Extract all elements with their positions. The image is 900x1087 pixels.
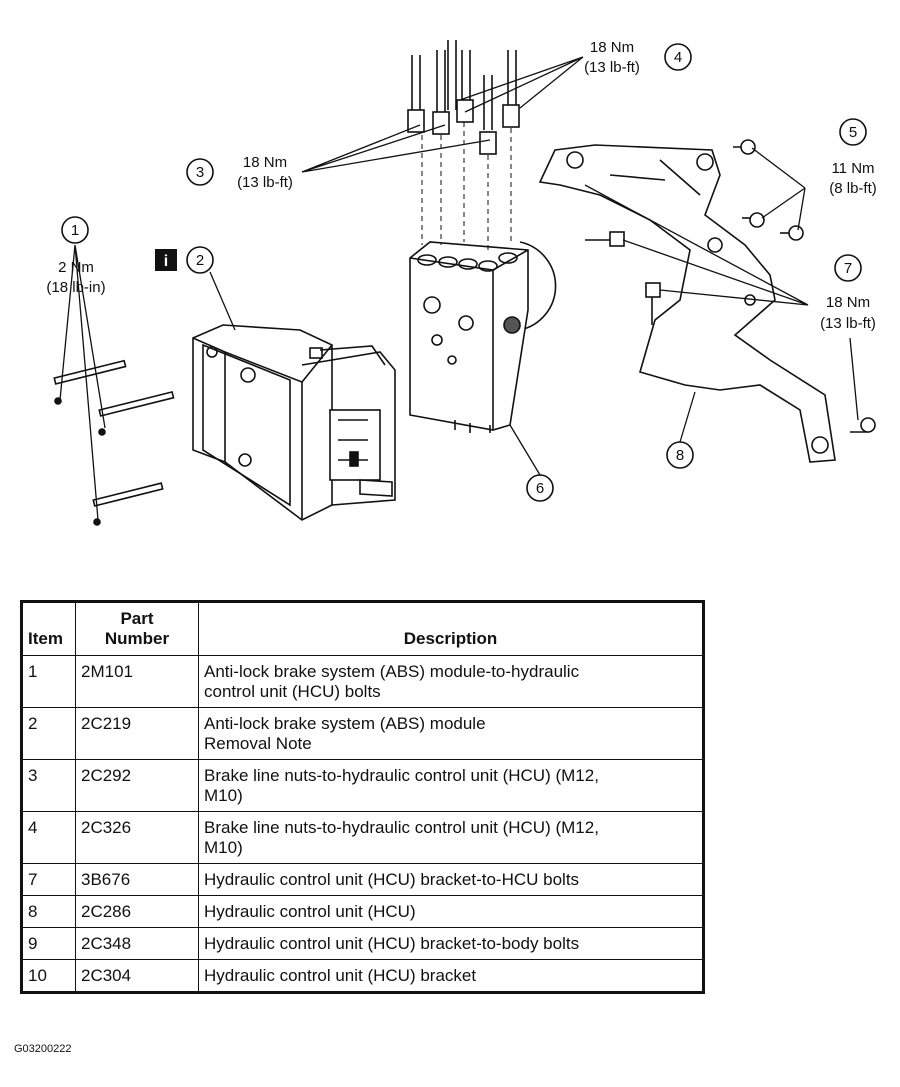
row-item: 2 xyxy=(21,707,76,760)
info-icon-glyph: i xyxy=(164,253,168,270)
leader-lines xyxy=(59,56,859,521)
callout-2-circle xyxy=(186,246,214,274)
row-description-line: Hydraulic control unit (HCU) bracket-to-… xyxy=(204,934,580,953)
callout-1-circle xyxy=(61,216,89,244)
table-row: 3 2C292 Brake line nuts-to-hydraulic con… xyxy=(21,759,704,812)
parts-table: Item Part Number Description 1 2M101 Ant… xyxy=(20,600,705,994)
callout-5-torque-nm: 11 Nm xyxy=(831,160,874,177)
callout-6-number: 6 xyxy=(536,480,544,497)
row-description: Hydraulic control unit (HCU) xyxy=(198,895,704,928)
callout-3-torque-imperial: (13 lb-ft) xyxy=(237,174,293,191)
callout-7-torque-nm: 18 Nm xyxy=(826,294,870,311)
row-description: Anti-lock brake system (ABS) module Remo… xyxy=(198,707,704,760)
figure-id: G03200222 xyxy=(14,1043,72,1055)
row-description: Hydraulic control unit (HCU) bracket xyxy=(198,959,704,993)
row-description: Hydraulic control unit (HCU) bracket-to-… xyxy=(198,863,704,896)
row-description-line: Hydraulic control unit (HCU) xyxy=(204,902,416,921)
hcu-bracket xyxy=(538,144,836,463)
row-part-number: 2C292 xyxy=(75,759,199,812)
exploded-parts-diagram: i 1 2 3 4 5 6 7 8 2 Nm (18 lb-in) 18 Nm … xyxy=(46,39,877,526)
row-part-number: 2C348 xyxy=(75,927,199,960)
row-description: Anti-lock brake system (ABS) module-to-h… xyxy=(198,655,704,708)
brake-line-nuts xyxy=(407,40,520,250)
callout-5-number: 5 xyxy=(849,124,857,141)
callout-8-circle xyxy=(666,441,694,469)
row-item: 1 xyxy=(21,655,76,708)
row-description-line: M10) xyxy=(204,838,243,857)
row-description-line: Brake line nuts-to-hydraulic control uni… xyxy=(204,818,599,837)
callout-7-circle xyxy=(834,254,862,282)
row-part-number: 2C304 xyxy=(75,959,199,993)
table-row: 8 2C286 Hydraulic control unit (HCU) xyxy=(21,895,704,928)
row-item: 10 xyxy=(21,959,76,993)
row-description-line: control unit (HCU) bolts xyxy=(204,682,381,701)
table-header-row: Item Part Number Description xyxy=(21,601,704,656)
header-item: Item xyxy=(21,601,76,656)
info-icon xyxy=(155,249,177,271)
table-row: 7 3B676 Hydraulic control unit (HCU) bra… xyxy=(21,863,704,896)
callout-8-number: 8 xyxy=(676,447,684,464)
row-part-number: 2M101 xyxy=(75,655,199,708)
row-description: Hydraulic control unit (HCU) bracket-to-… xyxy=(198,927,704,960)
row-description-line: Brake line nuts-to-hydraulic control uni… xyxy=(204,766,599,785)
row-description: Brake line nuts-to-hydraulic control uni… xyxy=(198,811,704,864)
hydraulic-control-unit xyxy=(409,241,557,433)
row-part-number: 2C286 xyxy=(75,895,199,928)
callout-3-torque-nm: 18 Nm xyxy=(243,154,287,171)
callout-7-torque-imperial: (13 lb-ft) xyxy=(820,315,876,332)
callout-7-number: 7 xyxy=(844,260,852,277)
callout-4-circle xyxy=(664,43,692,71)
abs-module xyxy=(192,324,396,521)
header-description: Description xyxy=(198,601,704,656)
row-description: Brake line nuts-to-hydraulic control uni… xyxy=(198,759,704,812)
abs-module-bolts xyxy=(53,359,175,526)
callout-4-number: 4 xyxy=(674,49,682,66)
row-description-line: M10) xyxy=(204,786,243,805)
header-part-number: Part Number xyxy=(75,601,199,656)
callout-4-torque-nm: 18 Nm xyxy=(590,39,634,56)
row-item: 3 xyxy=(21,759,76,812)
row-description-line: Anti-lock brake system (ABS) module xyxy=(204,714,486,733)
callout-1-torque-imperial: (18 lb-in) xyxy=(46,279,105,296)
callout-3-circle xyxy=(186,158,214,186)
table-row: 1 2M101 Anti-lock brake system (ABS) mod… xyxy=(21,655,704,708)
row-description-line: Hydraulic control unit (HCU) bracket xyxy=(204,966,477,985)
row-part-number: 2C326 xyxy=(75,811,199,864)
row-removal-note[interactable]: Removal Note xyxy=(204,734,312,753)
callout-3-number: 3 xyxy=(196,164,204,181)
table-row: 2 2C219 Anti-lock brake system (ABS) mod… xyxy=(21,707,704,760)
header-part-line2: Number xyxy=(104,629,170,648)
row-description-line: Hydraulic control unit (HCU) bracket-to-… xyxy=(204,870,580,889)
callout-1-torque-nm: 2 Nm xyxy=(58,259,94,276)
table-row: 10 2C304 Hydraulic control unit (HCU) br… xyxy=(21,959,704,993)
callout-2-number: 2 xyxy=(196,252,204,269)
callout-6-circle xyxy=(526,474,554,502)
row-item: 9 xyxy=(21,927,76,960)
callout-1-number: 1 xyxy=(71,222,79,239)
row-part-number: 3B676 xyxy=(75,863,199,896)
bracket-bolts xyxy=(585,139,876,433)
table-row: 9 2C348 Hydraulic control unit (HCU) bra… xyxy=(21,927,704,960)
table-row: 4 2C326 Brake line nuts-to-hydraulic con… xyxy=(21,811,704,864)
callout-5-circle xyxy=(839,118,867,146)
row-item: 7 xyxy=(21,863,76,896)
header-part-line1: Part xyxy=(120,609,154,628)
row-item: 4 xyxy=(21,811,76,864)
row-description-line: Anti-lock brake system (ABS) module-to-h… xyxy=(204,662,580,681)
callout-5-torque-imperial: (8 lb-ft) xyxy=(829,180,877,197)
row-item: 8 xyxy=(21,895,76,928)
row-part-number: 2C219 xyxy=(75,707,199,760)
callout-4-torque-imperial: (13 lb-ft) xyxy=(584,59,640,76)
